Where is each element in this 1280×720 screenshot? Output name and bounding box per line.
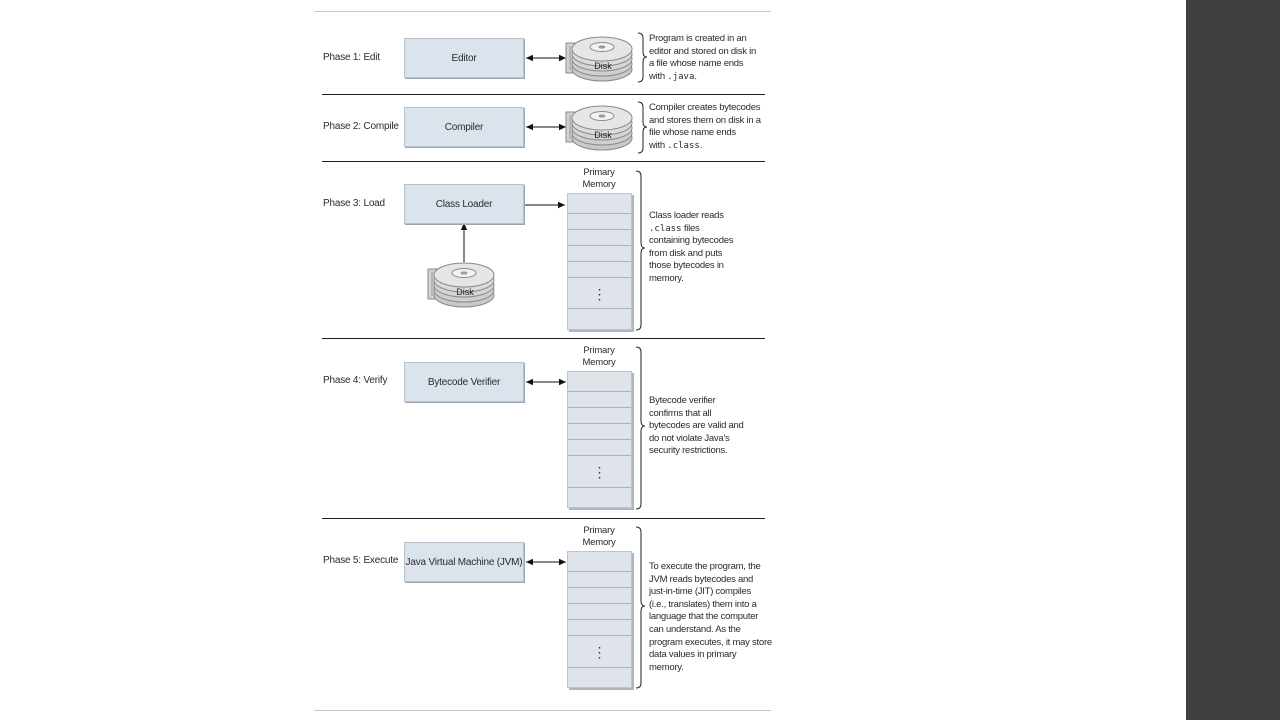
desc-text: .: [699, 139, 703, 151]
primary-memory-column: ⋮: [567, 551, 632, 688]
bytecode-verifier-box: Bytecode Verifier: [404, 362, 524, 402]
memory-slot-line: [568, 261, 631, 262]
editor-box: Editor: [404, 38, 524, 78]
phase-5-label: Phase 5: Execute: [323, 555, 399, 566]
memory-slot-line: [568, 571, 631, 572]
brace-phase-5: [635, 526, 646, 689]
memory-label-line: Primary: [583, 167, 615, 178]
memory-slot-line: [568, 603, 631, 604]
memory-slot-line: [568, 245, 631, 246]
bottom-border: [314, 710, 771, 711]
memory-slot-line: [568, 619, 631, 620]
desc-code: .class: [667, 140, 700, 151]
phase-1-description: Program is created in an editor and stor…: [649, 33, 756, 83]
memory-slot-line: [568, 229, 631, 230]
disk-label: Disk: [594, 61, 612, 71]
memory-slot-line: [568, 308, 631, 309]
compiler-box: Compiler: [404, 107, 524, 147]
memory-slot-line: [568, 635, 631, 636]
memory-slot-line: [568, 455, 631, 456]
memory-slot-line: [568, 587, 631, 588]
phase-3-label: Phase 3: Load: [323, 198, 385, 209]
memory-slot-line: [568, 667, 631, 668]
jvm-box-label: Java Virtual Machine (JVM): [405, 556, 523, 568]
phase-2-description: Compiler creates bytecodes and stores th…: [649, 102, 761, 152]
primary-memory-column: ⋮: [567, 371, 632, 508]
memory-slot-line: [568, 277, 631, 278]
desc-text: Class loader reads: [649, 210, 724, 221]
memory-ellipsis: ⋮: [592, 644, 607, 660]
desc-text: Compiler creates bytecodes and stores th…: [649, 102, 761, 151]
jvm-box: Java Virtual Machine (JVM): [404, 542, 524, 582]
phase-divider: [322, 94, 765, 95]
top-border: [314, 11, 771, 12]
brace-phase-3: [635, 170, 646, 331]
phase-divider: [322, 161, 765, 162]
desc-text: Program is created in an editor and stor…: [649, 33, 757, 82]
right-sidebar-bar: [1186, 0, 1280, 720]
primary-memory-column: ⋮: [567, 193, 632, 330]
brace-phase-2: [637, 101, 648, 154]
disk-icon: Disk: [427, 262, 495, 308]
brace-phase-4: [635, 346, 646, 510]
phase-3-description: Class loader reads .class files containi…: [649, 210, 734, 286]
memory-slot-line: [568, 391, 631, 392]
memory-slot-line: [568, 213, 631, 214]
desc-code: .class: [649, 223, 682, 234]
disk-label: Disk: [456, 287, 474, 297]
class-loader-box: Class Loader: [404, 184, 524, 224]
primary-memory-label: Primary Memory: [570, 345, 628, 369]
memory-label-line: Memory: [582, 537, 616, 548]
compiler-box-label: Compiler: [444, 121, 484, 133]
memory-label-line: Memory: [582, 357, 616, 368]
phase-divider: [322, 518, 765, 519]
memory-slot-line: [568, 487, 631, 488]
memory-label-line: Primary: [583, 345, 615, 356]
phase-2-label: Phase 2: Compile: [323, 121, 399, 132]
phase-4-description: Bytecode verifier confirms that all byte…: [649, 395, 744, 457]
class-loader-box-label: Class Loader: [435, 198, 493, 210]
desc-text: .: [694, 70, 697, 82]
memory-slot-line: [568, 439, 631, 440]
memory-ellipsis: ⋮: [592, 286, 607, 302]
disk-icon: Disk: [565, 36, 633, 82]
disk-icon: Disk: [565, 105, 633, 151]
phase-divider: [322, 338, 765, 339]
phase-4-label: Phase 4: Verify: [323, 375, 388, 386]
desc-text: files containing bytecodes from disk and…: [649, 222, 734, 284]
memory-slot-line: [568, 423, 631, 424]
brace-phase-1: [637, 32, 648, 83]
memory-ellipsis: ⋮: [592, 464, 607, 480]
primary-memory-label: Primary Memory: [570, 167, 628, 191]
desc-code: .java: [667, 71, 695, 82]
memory-label-line: Primary: [583, 525, 615, 536]
phase-1-label: Phase 1: Edit: [323, 52, 380, 63]
bytecode-verifier-box-label: Bytecode Verifier: [427, 376, 501, 388]
memory-slot-line: [568, 407, 631, 408]
disk-label: Disk: [594, 130, 612, 140]
primary-memory-label: Primary Memory: [570, 525, 628, 549]
memory-label-line: Memory: [582, 179, 616, 190]
editor-box-label: Editor: [451, 52, 477, 64]
phase-5-description: To execute the program, the JVM reads by…: [649, 561, 772, 673]
